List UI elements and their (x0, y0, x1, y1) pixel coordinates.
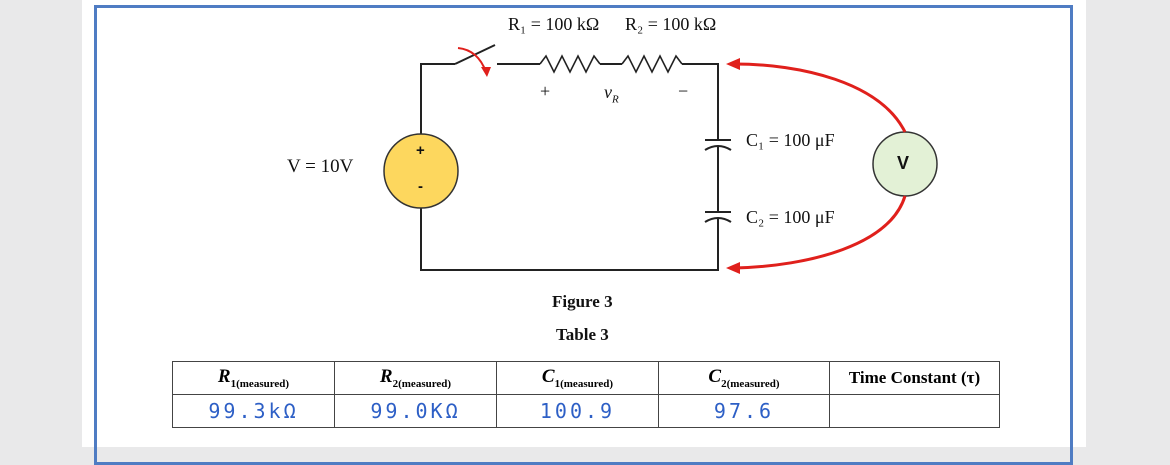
cell-c2-value[interactable]: 97.6 (658, 394, 830, 428)
header-r1: R1(measured) (172, 361, 335, 395)
vr-minus-label: − (678, 81, 689, 101)
table-caption: Table 3 (556, 325, 609, 344)
c2-label: C₂ = 100 μF (746, 207, 835, 227)
header-r2-sub: 2(measured) (392, 377, 452, 390)
header-r2: R2(measured) (334, 361, 497, 395)
source-plus: + (416, 142, 425, 159)
cell-r2-value[interactable]: 99.0KΩ (334, 394, 497, 428)
header-c2: C2(measured) (658, 361, 830, 395)
probe-lead-top-arrowhead (726, 58, 740, 70)
handwritten-r1: 99.3kΩ (208, 399, 299, 423)
handwritten-r2: 99.0KΩ (370, 399, 461, 423)
wire-top-right (682, 63, 719, 140)
probe-lead-bottom (734, 195, 907, 270)
switch-arrow-head (481, 67, 491, 77)
handwritten-c1: 100.9 (539, 399, 616, 423)
handwritten-c2: 97.6 (713, 399, 775, 423)
header-c2-sub: 2(measured) (721, 377, 780, 390)
figure-caption: Figure 3 (552, 292, 613, 311)
header-c1-sub: 1(measured) (554, 377, 614, 390)
header-time-constant-label: Time Constant (τ) (848, 368, 981, 387)
table-row: 99.3kΩ 99.0KΩ 100.9 97.6 (172, 394, 1000, 428)
resistor-r1 (539, 54, 601, 74)
vr-subscript: R (612, 93, 619, 106)
header-r1-sub: 1(measured) (230, 377, 290, 390)
circuit-diagram (383, 44, 938, 274)
voltage-source (383, 133, 459, 209)
r2-label: R₂ = 100 kΩ (625, 14, 717, 34)
vr-plus-label: + (540, 81, 551, 101)
wire-bottom (420, 207, 719, 271)
wire-top-left (420, 63, 455, 167)
r1-label: R₁ = 100 kΩ (508, 14, 600, 34)
header-r2-symbol: R (379, 366, 393, 388)
source-minus: - (418, 178, 423, 195)
voltmeter-label: V (897, 153, 910, 173)
resistor-r2 (621, 54, 683, 74)
header-r1-symbol: R (217, 366, 231, 388)
header-c1-symbol: C (541, 366, 555, 388)
probe-lead-top (734, 62, 907, 133)
cell-r1-value[interactable]: 99.3kΩ (172, 394, 335, 428)
header-c1: C1(measured) (496, 361, 659, 395)
voltage-label: V = 10V (287, 156, 354, 177)
c1-label: C₁ = 100 μF (746, 130, 835, 150)
measurement-table: R1(measured) R2(measured) C1(measured) C… (172, 361, 1000, 428)
vr-symbol: v (604, 82, 612, 102)
cell-time-constant-value[interactable] (829, 394, 1000, 428)
table-header-row: R1(measured) R2(measured) C1(measured) C… (172, 361, 1000, 395)
probe-lead-bottom-arrowhead (726, 262, 740, 274)
cell-c1-value[interactable]: 100.9 (496, 394, 659, 428)
vr-label: vR (604, 82, 619, 106)
header-c2-symbol: C (708, 366, 722, 388)
header-time-constant: Time Constant (τ) (829, 361, 1000, 395)
